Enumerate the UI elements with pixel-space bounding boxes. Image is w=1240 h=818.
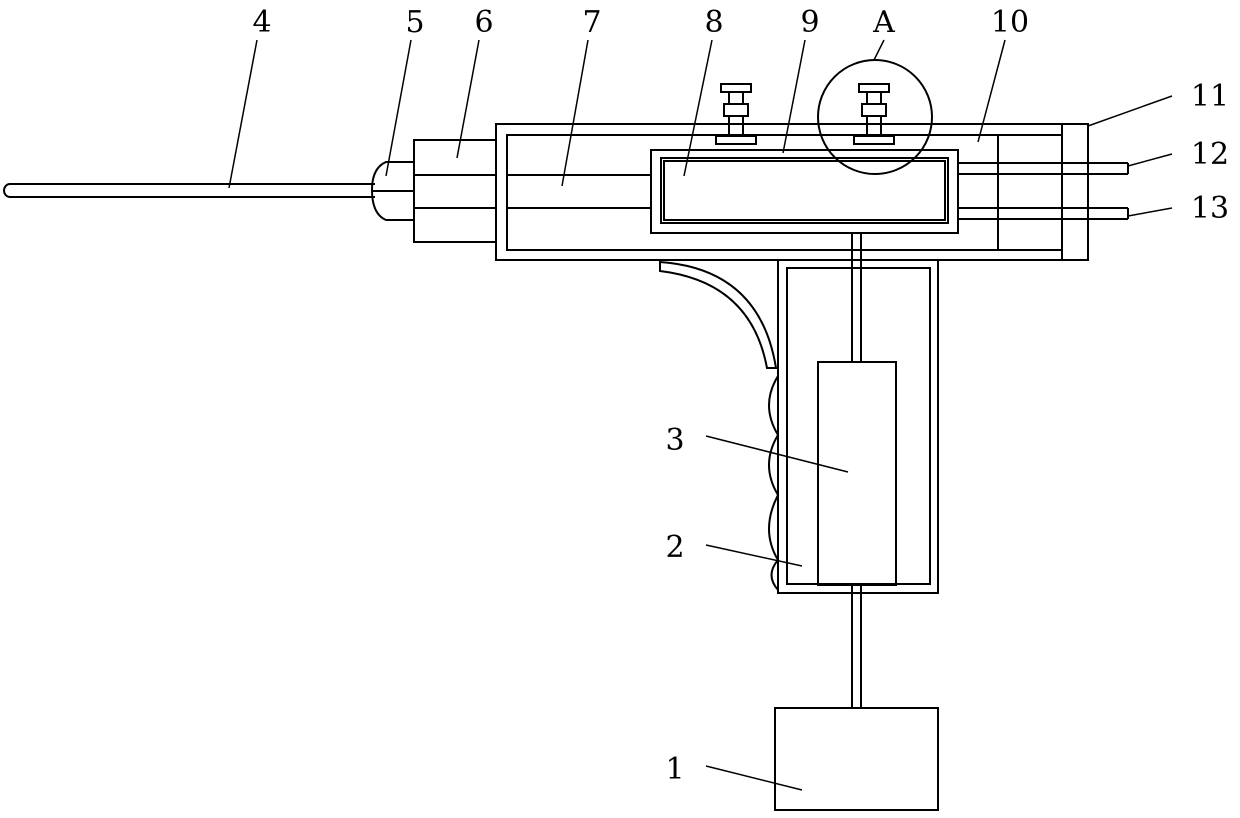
reference-labels: 4 5 6 7 8 9 A 10 11 12 13 3 2 1	[252, 5, 1229, 787]
adjust-screw-right	[854, 84, 894, 144]
handle	[769, 260, 938, 593]
label-7: 7	[582, 5, 601, 40]
front-sleeve	[414, 140, 496, 242]
label-3: 3	[665, 423, 684, 458]
label-10: 10	[991, 5, 1029, 40]
label-5: 5	[405, 5, 424, 40]
motor-block	[818, 362, 896, 585]
slider-frame	[651, 150, 958, 233]
label-2: 2	[665, 530, 684, 565]
label-13: 13	[1191, 191, 1229, 226]
rear-cap	[958, 124, 1128, 260]
label-9: 9	[800, 5, 819, 40]
label-11: 11	[1191, 79, 1229, 114]
adjust-screw-left	[716, 84, 756, 144]
label-4: 4	[252, 5, 271, 40]
main-housing	[496, 124, 1088, 260]
label-1: 1	[665, 752, 684, 787]
label-12: 12	[1191, 137, 1229, 172]
label-8: 8	[704, 5, 723, 40]
needle-probe	[4, 184, 375, 197]
label-a: A	[872, 5, 895, 40]
trigger-guard	[660, 262, 776, 368]
base-box	[775, 708, 938, 810]
center-shaft	[852, 233, 861, 708]
leader-lines	[229, 40, 1172, 790]
label-6: 6	[474, 5, 493, 40]
